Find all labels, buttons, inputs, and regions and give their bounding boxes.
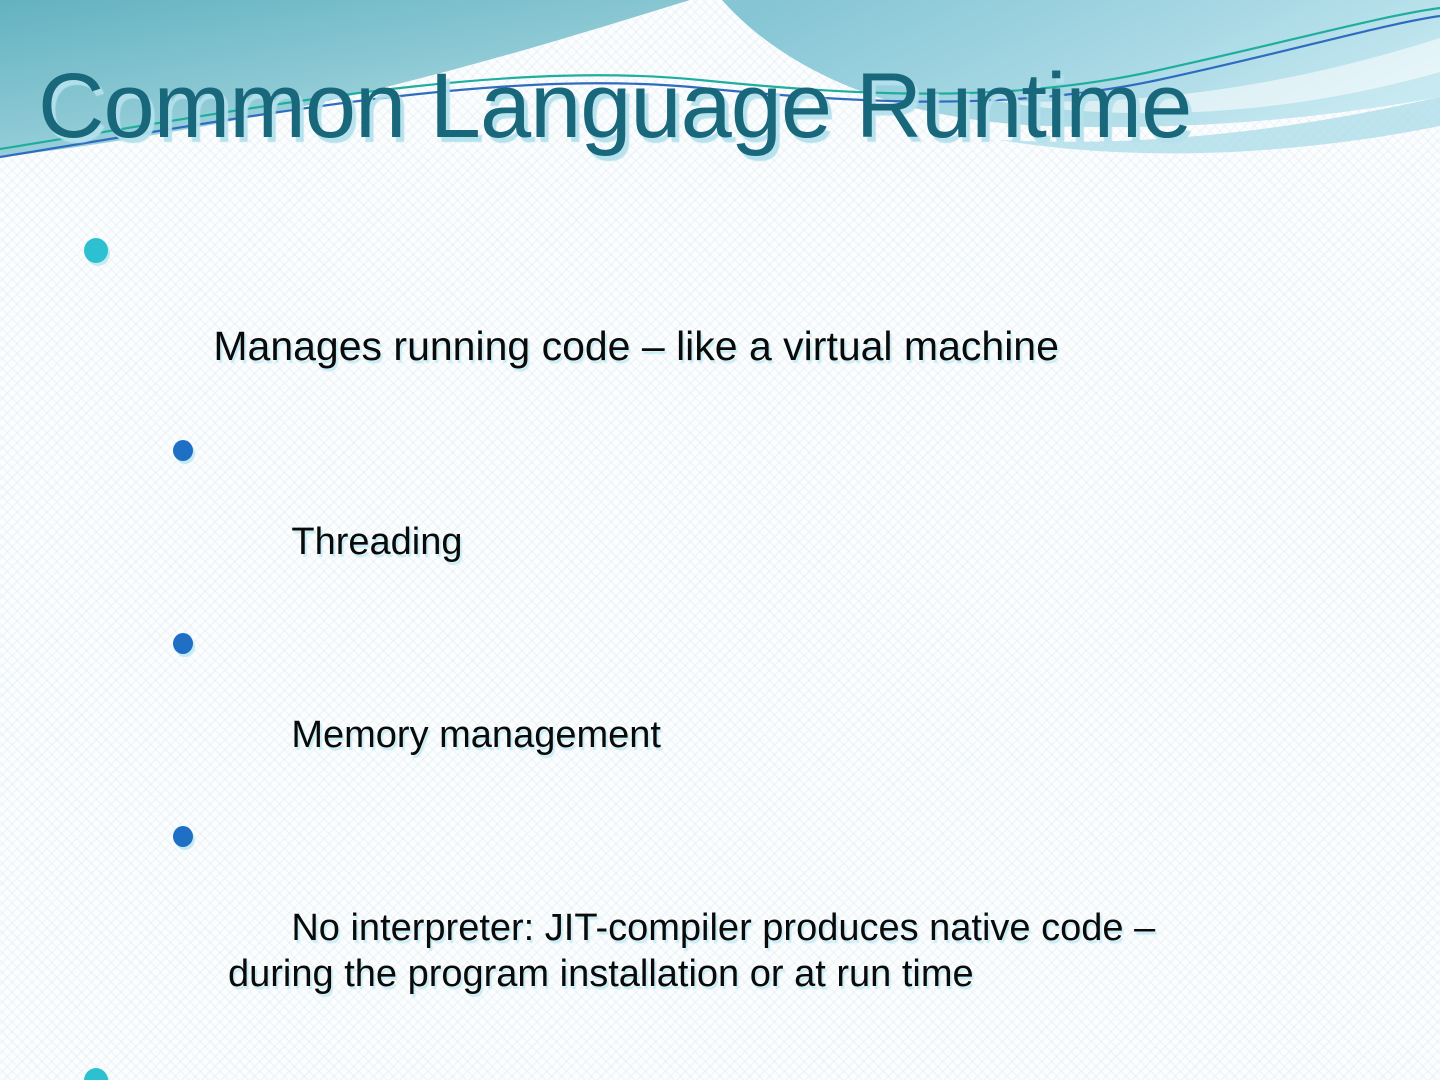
bullet-icon bbox=[84, 238, 108, 263]
bullet-text: Manages running code – like a virtual ma… bbox=[213, 323, 1059, 369]
list-item: Memory management bbox=[0, 620, 1440, 804]
header-wave-decoration bbox=[0, 0, 1440, 159]
bullet-icon bbox=[84, 1068, 108, 1080]
bullet-icon bbox=[173, 826, 193, 847]
bullet-text: Threading bbox=[291, 521, 463, 563]
bullet-icon bbox=[173, 440, 193, 461]
list-item: Manages running code – like a virtual ma… bbox=[0, 226, 1440, 418]
bullet-list: Manages running code – like a virtual ma… bbox=[0, 213, 1440, 1080]
list-item: Threading bbox=[0, 427, 1440, 611]
wave-right-lower-band bbox=[1000, 97, 1440, 154]
list-item: No interpreter: JIT-compiler produces na… bbox=[0, 813, 1440, 1043]
slide-title: Common Language Runtime bbox=[38, 55, 1192, 157]
wave-left-teal bbox=[0, 0, 690, 157]
accent-line-green bbox=[0, 6, 1440, 151]
bullet-text: No interpreter: JIT-compiler produces na… bbox=[228, 907, 1156, 995]
list-item: Fine-grained evidence-based security bbox=[0, 1056, 1440, 1080]
wave-right-highlight bbox=[990, 38, 1440, 114]
bullet-icon bbox=[173, 633, 193, 654]
bullet-text: Memory management bbox=[291, 714, 661, 756]
accent-line-blue bbox=[0, 14, 1440, 159]
